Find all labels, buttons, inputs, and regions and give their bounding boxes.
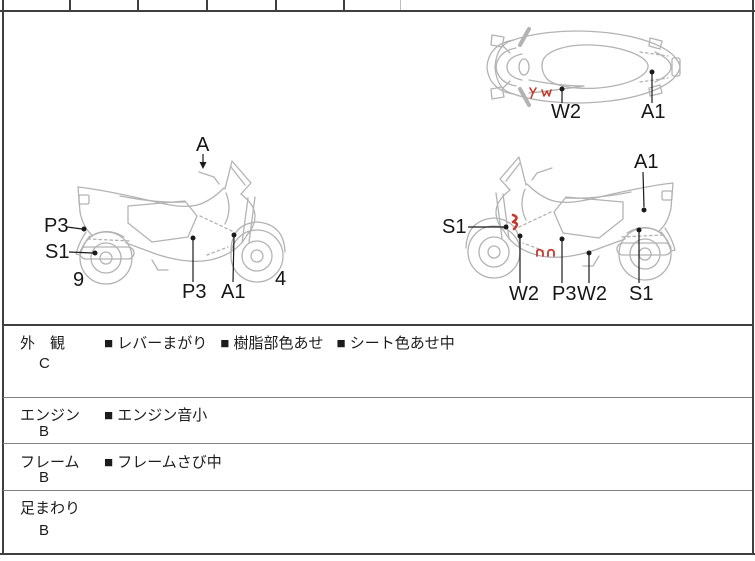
scooter-side-left-art [75, 160, 286, 285]
marker-dot [517, 233, 523, 239]
marker-dot [636, 227, 642, 233]
condition-item: ■ フレームさび中 [104, 454, 222, 471]
marker-dot [190, 235, 196, 241]
diagram-label-p3: P3 [44, 215, 69, 237]
section-divider [3, 490, 752, 491]
diagram-label-s1: S1 [629, 283, 654, 305]
marker-dot [559, 236, 565, 242]
diagram-label-p3: P3 [182, 281, 207, 303]
grade-value: B [39, 423, 50, 440]
section-frame: フレーム B ■ フレームさび中 [3, 444, 753, 490]
diagram-label-s1: S1 [45, 241, 70, 263]
marker-dot [641, 207, 647, 213]
grade-value: B [39, 469, 50, 486]
diagram-label-p3: P3 [552, 283, 577, 305]
table-bottom-rule [0, 10, 755, 12]
section-title: 足まわり [20, 500, 81, 517]
table-cell-divider [206, 0, 208, 11]
marker-dots [81, 69, 655, 256]
grade-value: B [39, 522, 50, 539]
diagram-label-4: 4 [275, 268, 287, 290]
condition-item: ■ シート色あせ中 [336, 335, 455, 352]
condition-item: ■ レバーまがり [104, 335, 208, 352]
condition-item: ■ 樹脂部色あせ [220, 335, 324, 352]
condition-items: ■ フレームさび中 [104, 451, 235, 472]
marker-dot [559, 86, 565, 92]
section-divider [3, 397, 752, 398]
table-cell-divider [343, 0, 345, 11]
diagram-label-a1: A1 [641, 101, 666, 123]
marker-dot [503, 224, 509, 230]
diagram-label-9: 9 [73, 269, 85, 291]
marker-dot [81, 226, 87, 232]
arrowhead-a [199, 162, 207, 169]
sheet-left-border [2, 0, 4, 555]
section-divider [3, 443, 752, 444]
section-engine: エンジン B ■ エンジン音小 [3, 398, 753, 443]
marker-dot [649, 69, 655, 75]
diagram-label-a: A [196, 134, 210, 156]
marker-dot [92, 250, 98, 256]
section-title: フレーム [20, 454, 80, 471]
condition-item: ■ エンジン音小 [104, 407, 208, 424]
damage-marks [511, 87, 555, 257]
section-exterior: 外 観 C ■ レバーまがり ■ 樹脂部色あせ ■ シート色あせ中 [3, 326, 753, 397]
section-title: エンジン [20, 407, 81, 424]
scooter-side-right-art [465, 156, 676, 281]
scooter-top-view-art [486, 27, 681, 107]
table-cell-divider [69, 0, 71, 11]
diagram-box-bottom-rule [2, 324, 753, 326]
condition-items: ■ エンジン音小 [104, 404, 220, 425]
table-cell-divider [137, 0, 139, 11]
condition-items: ■ レバーまがり ■ 樹脂部色あせ ■ シート色あせ中 [104, 332, 468, 353]
diagram-label-w2: W2 [577, 283, 607, 305]
section-title: 外 観 [20, 335, 66, 352]
table-cell-divider [400, 0, 401, 10]
diagram-label-w2: W2 [551, 101, 581, 123]
sheet-bottom-border [0, 553, 755, 555]
diagram-label-a1: A1 [221, 281, 246, 303]
marker-dot [586, 250, 592, 256]
table-cell-divider [275, 0, 277, 11]
section-undercarriage: 足まわり B [3, 491, 753, 553]
grade-value: C [39, 355, 50, 372]
marker-dot [231, 232, 237, 238]
sheet-right-border [752, 0, 754, 555]
diagram-label-w2: W2 [509, 283, 539, 305]
diagram-label-s1: S1 [442, 216, 467, 238]
diagram-label-a1: A1 [634, 151, 659, 173]
